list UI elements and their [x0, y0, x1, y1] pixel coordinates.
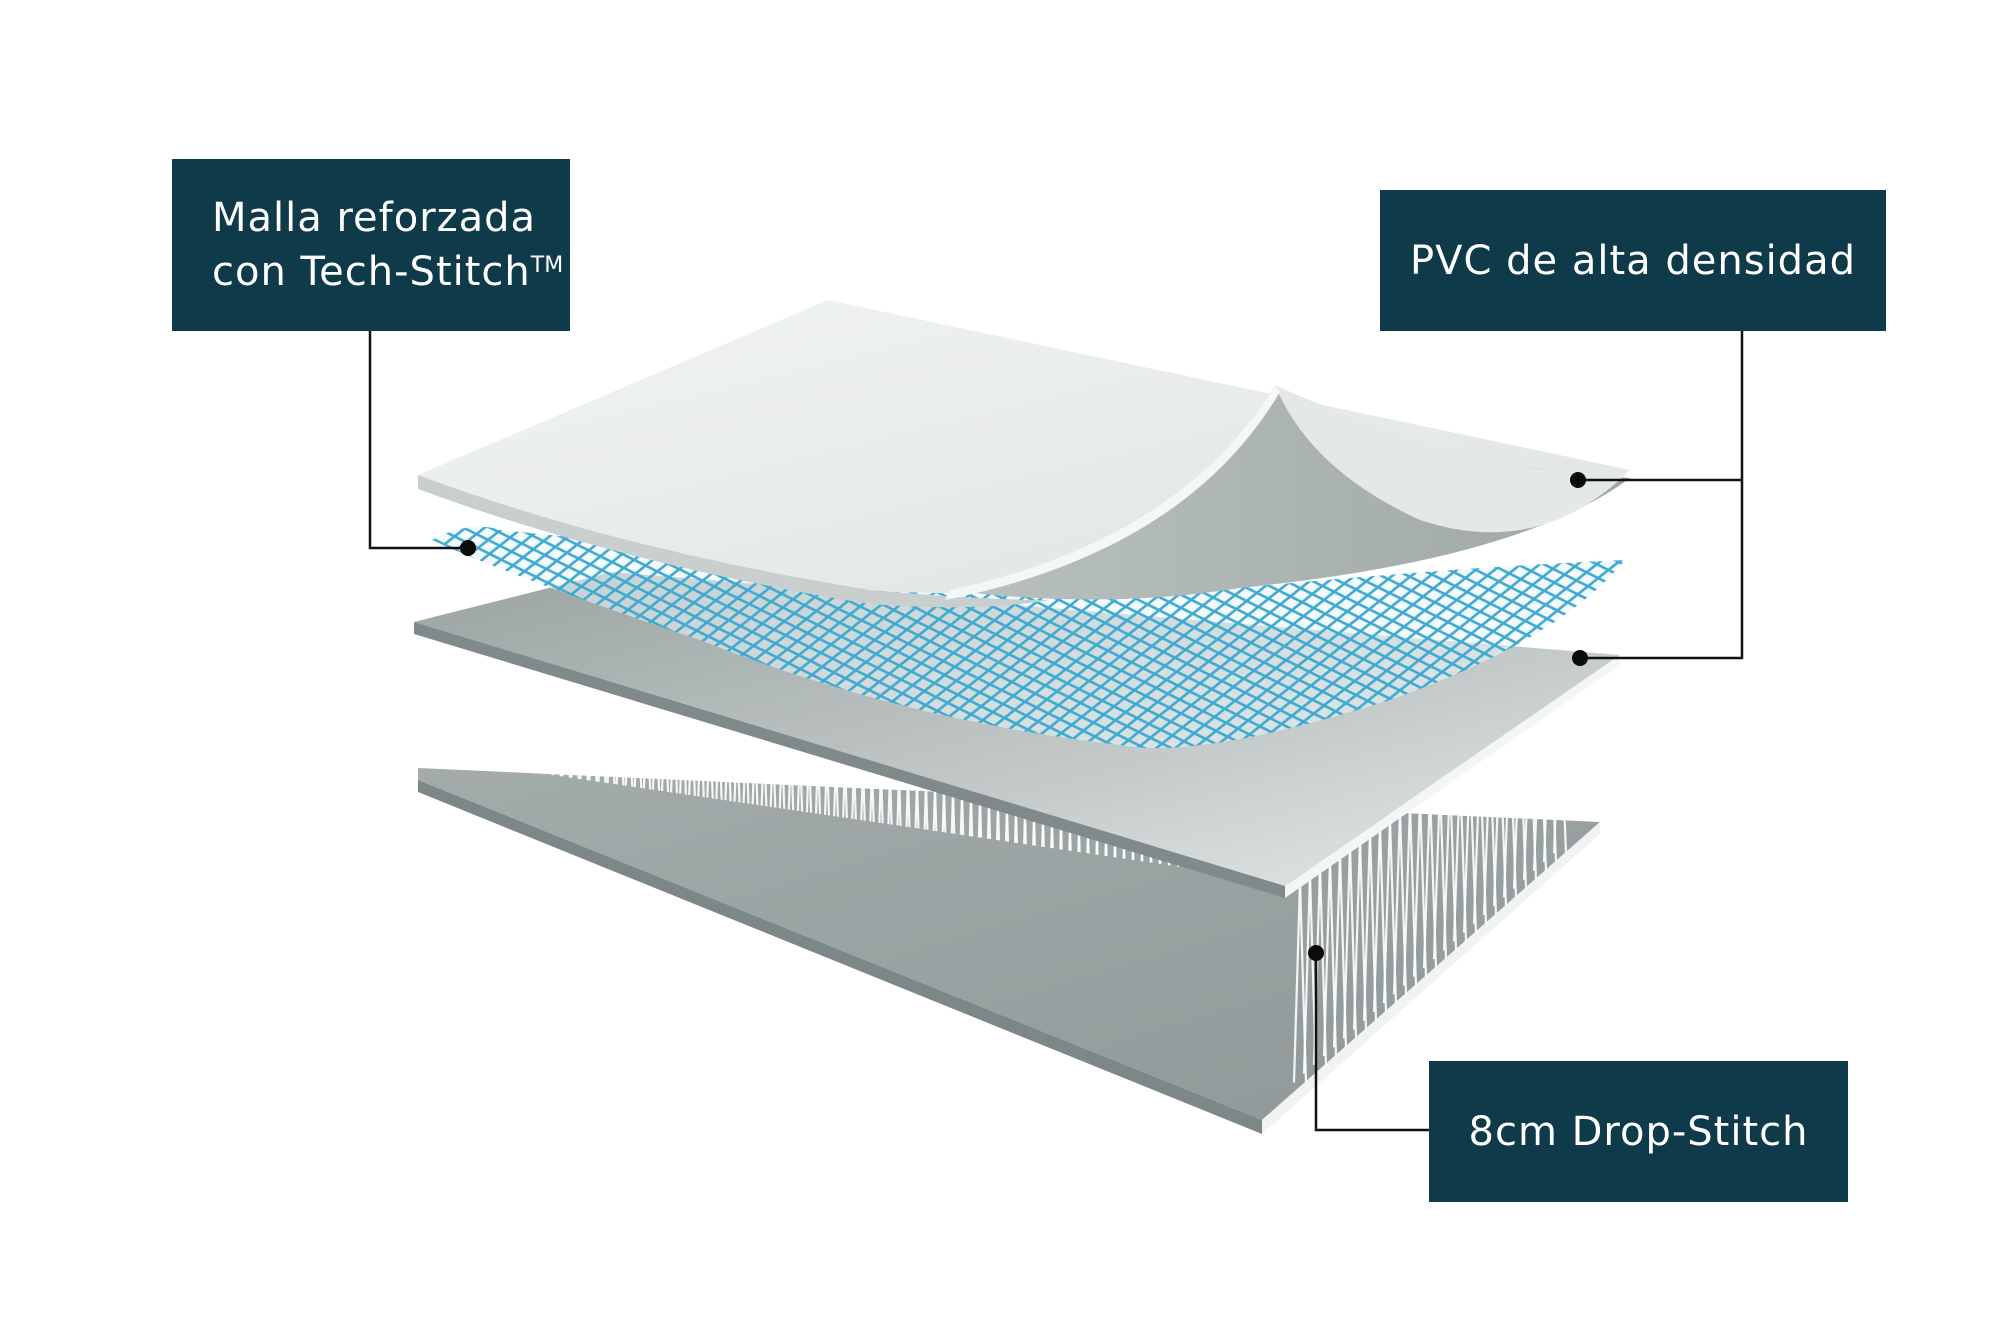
fiber-strand — [960, 794, 970, 880]
fiber-strand — [978, 799, 988, 880]
fiber-strand — [951, 791, 961, 880]
fiber-strand — [1322, 860, 1332, 1057]
fiber-strand — [954, 794, 964, 880]
fiber-strand — [1492, 743, 1502, 907]
fiber-strand — [1552, 702, 1562, 854]
label-reinforced-mesh: Malla reforzada con Tech-StitchTM — [172, 159, 570, 331]
leader-drop-stitch — [1314, 953, 1429, 1132]
bottom-base-panel — [418, 768, 1600, 1134]
label-pvc-text: PVC de alta densidad — [1410, 237, 1856, 284]
fiber-strand — [1302, 874, 1312, 1074]
fiber-strand — [1412, 798, 1422, 977]
fiber-strand — [434, 636, 440, 789]
fiber-strand — [1392, 812, 1402, 995]
fiber-strand — [927, 785, 937, 880]
fiber-strand — [1542, 709, 1552, 863]
fiber-strand — [1292, 881, 1302, 1083]
leader-mesh — [368, 331, 468, 550]
fiber-strand — [969, 796, 979, 880]
fiber-strand — [440, 636, 446, 789]
dot-pvc-middle — [1572, 650, 1588, 666]
fiber-strand — [936, 788, 946, 880]
fiber-strand — [1558, 702, 1568, 854]
fiber-strand — [1522, 723, 1532, 880]
label-high-density-pvc: PVC de alta densidad — [1380, 190, 1886, 331]
fiber-strand — [1452, 771, 1462, 942]
fiber-strand — [945, 791, 955, 880]
trademark-mark: TM — [530, 253, 564, 278]
label-mesh-line2-wrap: con Tech-StitchTM — [212, 245, 563, 299]
fiber-strand — [915, 780, 925, 880]
fiber-strand — [1472, 757, 1482, 924]
label-mesh-line2: con Tech-Stitch — [212, 249, 531, 295]
fiber-strand — [1512, 729, 1522, 889]
fiber-strand — [1432, 785, 1442, 960]
fiber-strand — [1502, 736, 1512, 898]
label-drop-stitch: 8cm Drop-Stitch — [1429, 1061, 1848, 1202]
fiber-strand — [990, 804, 1000, 880]
fiber-strand — [918, 783, 928, 880]
fiber-strand — [1352, 840, 1362, 1030]
fiber-strand — [996, 804, 1006, 880]
fiber-strand — [909, 780, 919, 880]
leader-lines — [368, 331, 1744, 1132]
dot-drop-stitch — [1308, 945, 1324, 961]
fiber-strand — [981, 802, 991, 880]
fiber-strand — [1382, 819, 1392, 1004]
fiber-strand — [1532, 716, 1542, 871]
fiber-strand — [1342, 847, 1352, 1039]
leader-dots — [460, 472, 1588, 961]
top-pvc-sheet — [418, 300, 1630, 608]
drop-stitch-fibers-front — [1292, 702, 1568, 1083]
fiber-strand — [933, 785, 943, 880]
fiber-strand — [1482, 750, 1492, 916]
fiber-strand — [1422, 791, 1432, 968]
leader-pvc — [1578, 331, 1744, 660]
fiber-strand — [1332, 854, 1342, 1048]
fiber-strand — [963, 796, 973, 880]
fiber-strand — [1372, 826, 1382, 1013]
fiber-strand — [987, 802, 997, 880]
reinforced-mesh-layer — [432, 526, 1625, 748]
label-drop-stitch-text: 8cm Drop-Stitch — [1468, 1108, 1809, 1155]
fiber-strand — [1362, 833, 1372, 1021]
fiber-strand — [924, 783, 934, 880]
fiber-strand — [1402, 805, 1412, 986]
dot-mesh — [460, 540, 476, 556]
label-mesh-line1: Malla reforzada — [212, 195, 537, 241]
dot-pvc-top — [1570, 472, 1586, 488]
fiber-strand — [942, 788, 952, 880]
fiber-strand — [972, 799, 982, 880]
fiber-strand — [1462, 764, 1472, 933]
fiber-strand — [1442, 778, 1452, 951]
